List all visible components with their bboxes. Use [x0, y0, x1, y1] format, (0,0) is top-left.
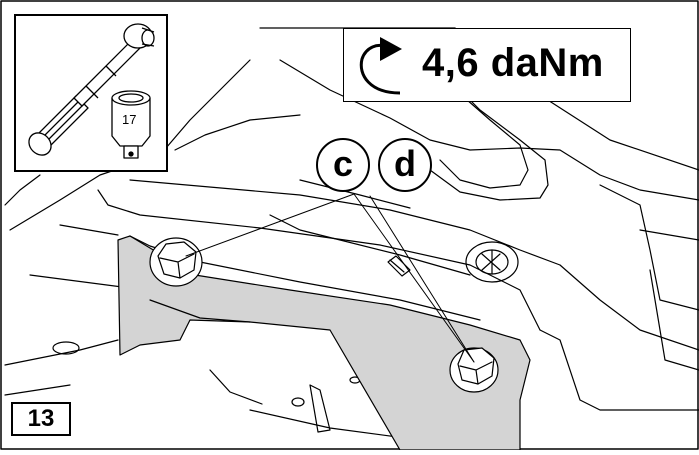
vent-grille	[465, 241, 519, 283]
tool-inset: 17	[14, 14, 168, 172]
torque-spec-box: 4,6 daNm	[343, 28, 631, 102]
bolt-d	[449, 347, 499, 393]
clockwise-rotation-arrow-icon	[359, 37, 402, 95]
callout-d: d	[378, 138, 432, 192]
step-number: 13	[11, 402, 71, 436]
socket-size-label: 17	[122, 112, 137, 127]
torque-value: 4,6 daNm	[422, 41, 604, 85]
leader-lines	[185, 193, 475, 363]
callout-c: c	[316, 138, 370, 192]
bolt-c	[149, 237, 203, 287]
body-panel-lines	[4, 27, 699, 451]
torque-wrench-icon	[28, 23, 155, 159]
socket-17-icon	[111, 90, 151, 159]
reinforcement-bracket	[117, 235, 531, 451]
stud	[387, 255, 411, 277]
